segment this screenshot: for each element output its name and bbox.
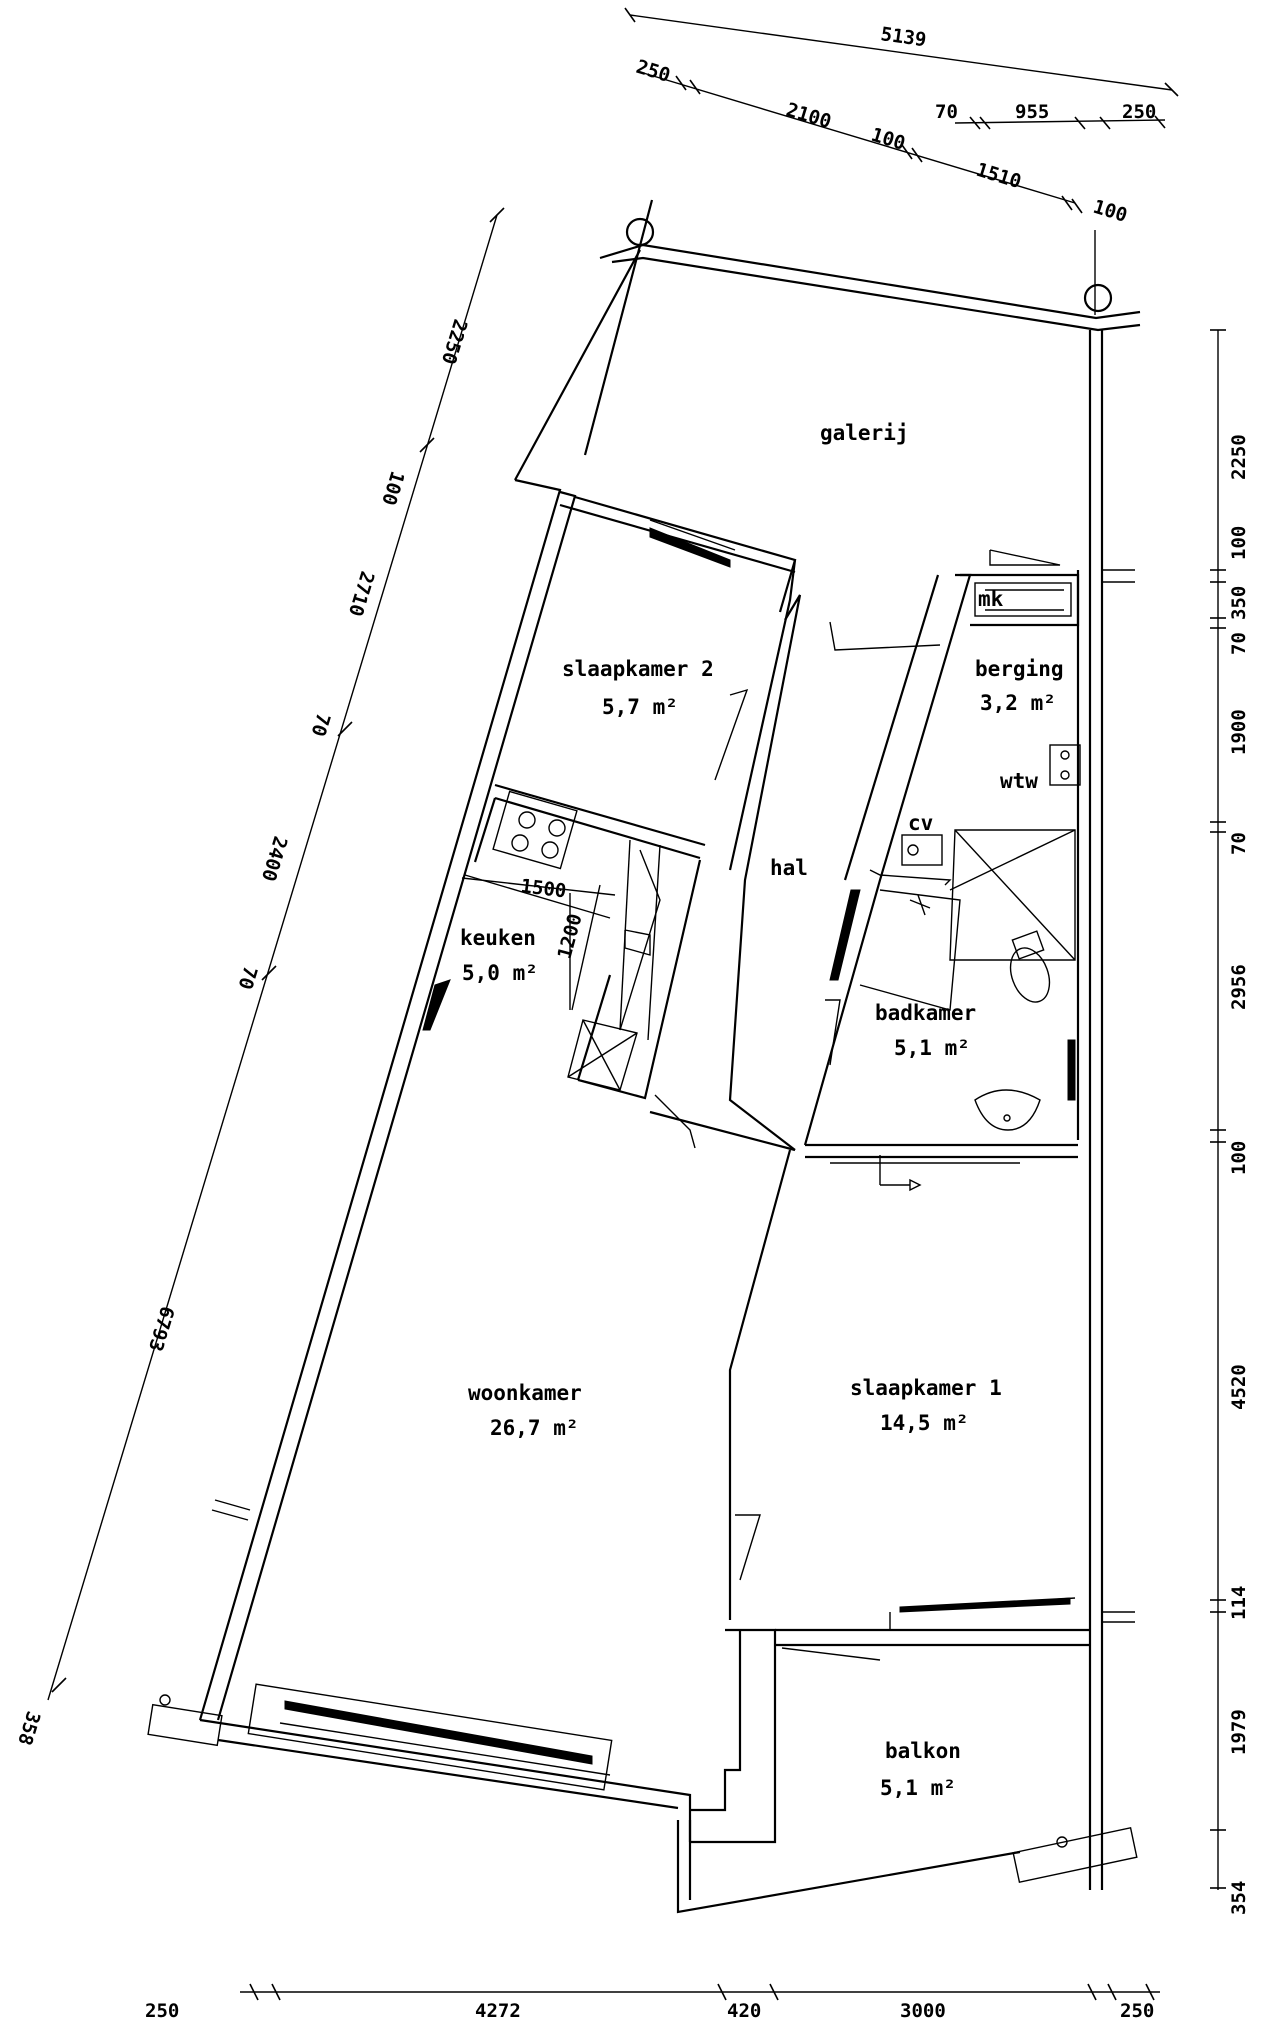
dim-top-e: 100 [1091,196,1130,227]
room-slaapkamer2-label: slaapkamer 2 [562,657,714,681]
room-slaapkamer2-area: 5,7 m² [602,695,678,719]
dim-left-3: 70 [307,711,335,739]
dim-left-0: 2250 [437,317,471,367]
dim-left-1: 100 [377,469,408,508]
dim-left-5: 70 [234,964,262,992]
kitchen-depth-dim: 1200 [554,911,587,961]
room-balkon-area: 5,1 m² [880,1776,956,1800]
dim-top-d: 1510 [974,159,1024,193]
room-badkamer-area: 5,1 m² [894,1036,970,1060]
room-keuken-label: keuken [460,926,536,950]
dim-top-f: 70 [935,101,958,123]
top-dimension-lines [624,7,1179,214]
woonkamer-window-wall [199,1683,692,1842]
room-wtw-label: wtw [1000,769,1038,793]
right-outer-wall [1076,330,1135,1890]
room-berging-area: 3,2 m² [980,691,1056,715]
dim-right-3: 70 [1228,632,1250,655]
room-mk-label: mk [978,587,1004,611]
right-dimension-texts: 2250 100 350 70 1900 70 2956 100 4520 11… [1228,434,1250,1915]
dim-top-a: 250 [634,56,673,87]
dim-left-4: 2400 [257,834,291,884]
dim-top-c: 100 [869,124,908,155]
dim-left-6: 6793 [144,1304,178,1354]
room-cv-label: cv [908,811,933,835]
left-dimension-texts: 2250 100 2710 70 2400 70 6793 358 [13,317,471,1748]
dim-right-7: 100 [1228,1141,1250,1175]
room-slaapkamer1-label: slaapkamer 1 [850,1376,1002,1400]
dim-bottom-3: 3000 [900,2000,946,2022]
bottom-dimension-texts: 250 4272 420 3000 250 [145,2000,1154,2022]
left-dimension-line [47,207,505,1701]
dim-right-10: 1979 [1228,1709,1250,1755]
bottom-dimension-line [240,1983,1160,2001]
dim-right-1: 100 [1228,526,1250,560]
top-dimension-texts: 5139 250 2100 100 1510 100 70 955 250 [634,23,1157,227]
dim-right-5: 70 [1228,832,1250,855]
dim-right-6: 2956 [1228,964,1250,1010]
dim-bottom-4: 250 [1120,2000,1154,2022]
dim-right-11: 354 [1228,1881,1250,1915]
right-dimension-line [1210,329,1226,1890]
dim-top-b: 2100 [784,99,834,133]
dim-right-0: 2250 [1228,434,1250,480]
room-labels: galerij slaapkamer 2 5,7 m² mk berging 3… [460,421,1064,1800]
dim-right-9: 114 [1228,1586,1250,1620]
kitchen-width-dim: 1500 [519,875,567,902]
room-slaapkamer1-area: 14,5 m² [880,1411,969,1435]
keuken-walls [422,790,796,1152]
room-hal-label: hal [770,856,808,880]
dim-bottom-2: 420 [727,2000,761,2022]
dim-right-4: 1900 [1228,709,1250,755]
galerij-walls [514,199,1141,481]
room-woonkamer-area: 26,7 m² [490,1416,579,1440]
dim-top-h: 250 [1122,101,1156,123]
room-woonkamer-label: woonkamer [468,1381,582,1405]
slaapkamer1-partition [728,1149,1090,1661]
dim-top-overall: 5139 [879,23,927,51]
dim-right-2: 350 [1228,586,1250,620]
dim-bottom-1: 4272 [475,2000,521,2022]
room-galerij-label: galerij [820,421,909,445]
room-balkon-label: balkon [885,1739,961,1763]
room-berging-label: berging [975,657,1064,681]
dim-bottom-0: 250 [145,2000,179,2022]
room-badkamer-label: badkamer [875,1001,976,1025]
berging-fixtures [825,549,1081,1131]
dim-right-8: 4520 [1228,1364,1250,1410]
slaapkamer2-walls [494,519,941,871]
dim-left-7: 358 [13,1709,44,1748]
dim-left-2: 2710 [344,569,378,619]
room-keuken-area: 5,0 m² [462,961,538,985]
dim-top-g: 955 [1015,101,1049,123]
balkon-walls [676,1628,1138,1914]
